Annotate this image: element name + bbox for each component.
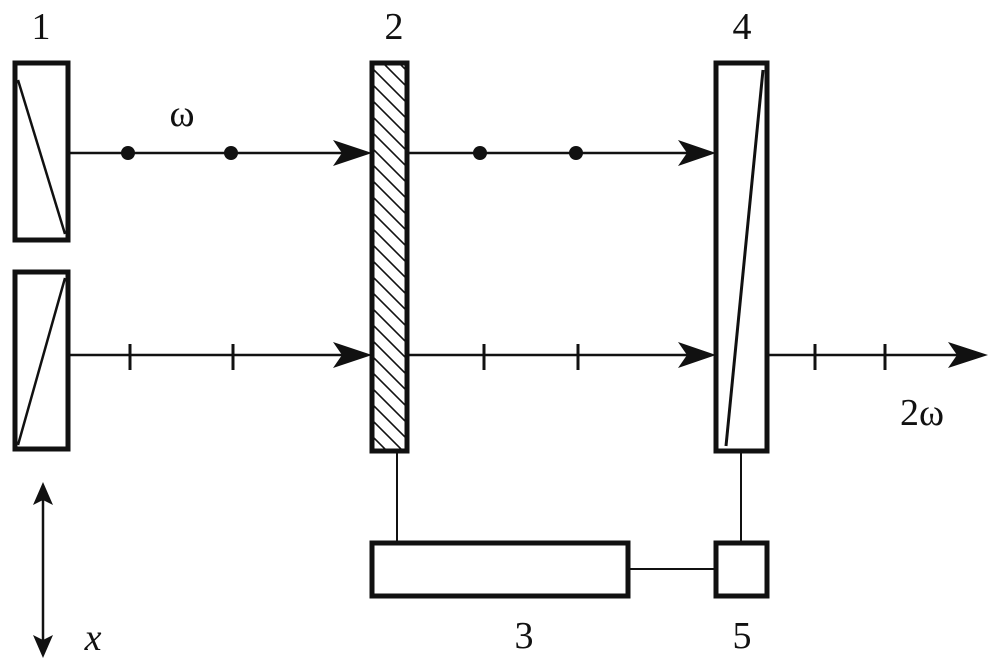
upper-beam [68, 140, 716, 166]
label-element-5: 5 [733, 615, 752, 657]
label-element-3: 3 [515, 615, 534, 657]
label-x-axis: x [84, 617, 102, 659]
lower-beam [68, 342, 716, 370]
element-1-bottom-prism [12, 269, 71, 452]
label-output-frequency: 2ω [900, 392, 944, 434]
polarization-dot [569, 146, 583, 160]
connecting-wires [396, 451, 742, 570]
polarization-dot [224, 146, 238, 160]
label-element-2: 2 [385, 6, 404, 48]
output-beam [767, 342, 988, 370]
label-element-4: 4 [733, 6, 752, 48]
element-2-hatched-plate [369, 60, 410, 454]
element-5-box [713, 540, 770, 599]
polarization-dot [121, 146, 135, 160]
label-input-frequency: ω [169, 93, 194, 135]
element-3-box [369, 540, 631, 599]
element-1-top-prism [12, 60, 71, 243]
element-4-crystal [713, 60, 770, 454]
label-element-1: 1 [32, 6, 51, 48]
polarization-dot [473, 146, 487, 160]
x-axis-double-arrow [33, 482, 53, 658]
